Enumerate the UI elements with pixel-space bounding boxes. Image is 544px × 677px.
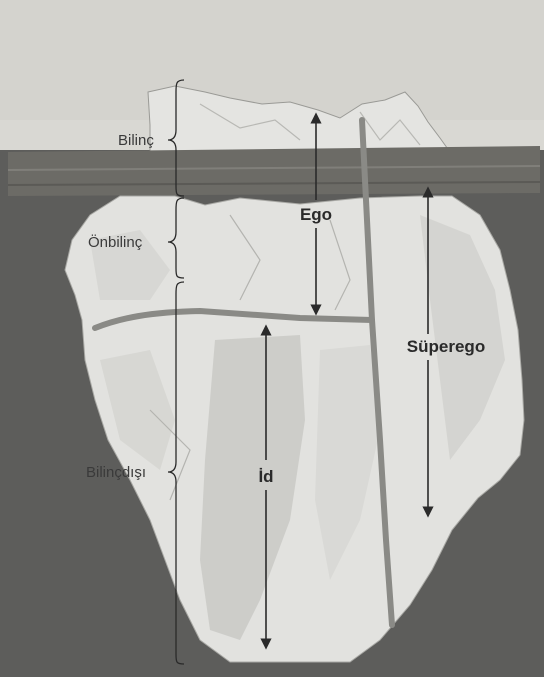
preconscious-label: Önbilinç [88, 233, 143, 251]
conscious-label: Bilinç [118, 132, 154, 149]
ego-label: Ego [300, 205, 332, 224]
id-label: İd [258, 467, 273, 486]
unconscious-label: Bilinçdışı [86, 464, 146, 481]
sea-surface-band [8, 146, 540, 196]
superego-label: Süperego [407, 337, 485, 356]
faint-text-area [0, 0, 544, 120]
